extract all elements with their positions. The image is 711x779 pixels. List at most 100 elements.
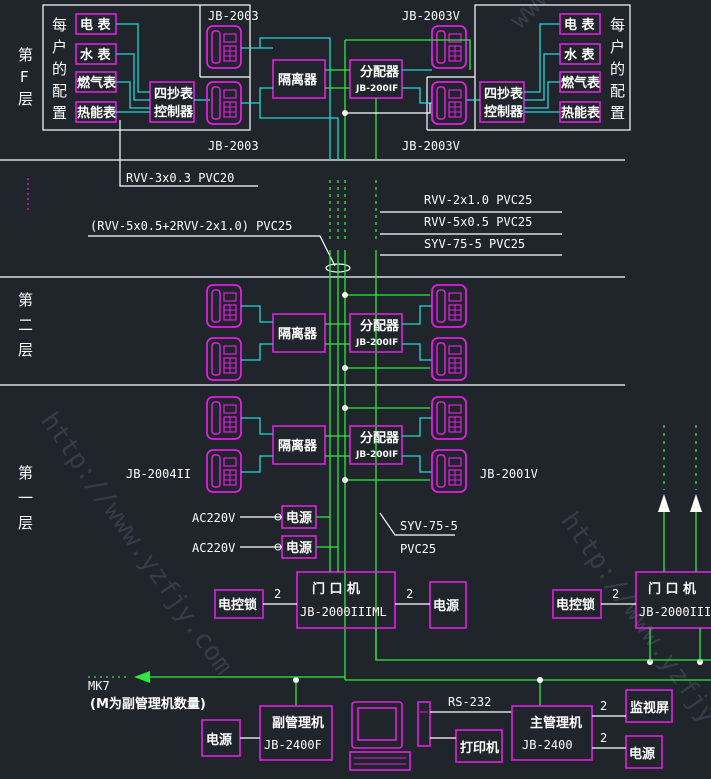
svg-text:电 表: 电 表: [564, 17, 596, 33]
svg-text:水 表: 水 表: [564, 47, 596, 63]
svg-text:户: 户: [52, 38, 67, 56]
meter-list-right: 电 表 水 表 燃气表 热能表: [559, 13, 601, 123]
main-manager: [511, 705, 593, 761]
meter-list-left: 电 表 水 表 燃气表 热能表: [75, 13, 117, 123]
svg-text:电源: 电源: [286, 540, 312, 556]
printer: [455, 729, 503, 763]
household-box-left: [42, 4, 251, 131]
cable-label: SYV-75-5 PVC25: [424, 237, 525, 251]
svg-text:副管理机: 副管理机: [272, 715, 324, 731]
model-label: JB-2001V: [480, 467, 538, 481]
svg-text:控制器: 控制器: [484, 104, 524, 120]
svg-text:一: 一: [18, 489, 33, 507]
svg-text:分配器: 分配器: [360, 318, 400, 334]
cable-label: PVC25: [400, 542, 436, 556]
cable-label: RVV-2x1.0 PVC25: [424, 193, 532, 207]
svg-text:隔离器: 隔离器: [278, 438, 318, 454]
ac-label: AC220V: [192, 541, 235, 555]
phone-icon: [431, 284, 467, 328]
svg-text:户: 户: [610, 38, 625, 56]
svg-text:热能表: 热能表: [77, 105, 117, 121]
isolator-first: [272, 425, 326, 465]
svg-text:四抄表: 四抄表: [484, 86, 524, 102]
cable-label: (RVV-5x0.5+2RVV-2x1.0) PVC25: [90, 219, 292, 233]
svg-text:监视屏: 监视屏: [630, 700, 669, 716]
household-box-right: [474, 4, 631, 131]
svg-text:主管理机: 主管理机: [530, 715, 582, 731]
household-title-right: 每 户 的 配 置: [610, 16, 625, 122]
cable-label: RVV-3x0.3 PVC20: [126, 171, 234, 185]
svg-text:JB-2400: JB-2400: [522, 738, 573, 752]
model-label: JB-2004II: [126, 467, 191, 481]
distributor-first: [349, 425, 403, 465]
ac-label: AC220V: [192, 511, 235, 525]
model-label: JB-2003V: [402, 139, 460, 153]
svg-text:门 口 机: 门 口 机: [648, 581, 696, 597]
phone-icon: [431, 337, 467, 381]
svg-text:门 口 机: 门 口 机: [312, 581, 360, 597]
door-power: [429, 581, 467, 629]
model-label: JB-2003: [208, 9, 259, 23]
svg-text:JB-200IF: JB-200IF: [355, 450, 398, 460]
phone-icon: [206, 449, 242, 493]
svg-text:每: 每: [52, 16, 67, 34]
riser-arrow: [658, 425, 702, 572]
svg-text:电源: 电源: [433, 598, 459, 614]
svg-text:层: 层: [18, 90, 33, 108]
mk7-label: MK7: [88, 679, 110, 693]
svg-text:分配器: 分配器: [360, 64, 400, 80]
svg-text:打印机: 打印机: [460, 740, 499, 756]
meter-controller-left: [149, 81, 195, 123]
svg-text:燃气表: 燃气表: [77, 75, 117, 91]
svg-text:隔离器: 隔离器: [278, 72, 318, 88]
svg-text:分配器: 分配器: [360, 430, 400, 446]
model-label: JB-2003: [208, 139, 259, 153]
svg-text:电源: 电源: [286, 510, 312, 526]
svg-text:四抄表: 四抄表: [154, 86, 194, 102]
riser-bundle: [329, 250, 377, 680]
svg-text:二: 二: [18, 316, 33, 334]
svg-text:JB-2000IIIML: JB-2000IIIML: [300, 605, 387, 619]
isolator-second: [272, 313, 326, 353]
svg-text:第: 第: [18, 291, 33, 309]
computer-icon: [349, 701, 431, 771]
monitor-screen: [625, 689, 673, 723]
phone-icon: [431, 449, 467, 493]
svg-text:配: 配: [610, 82, 625, 100]
svg-text:每: 每: [610, 16, 625, 34]
meter-controller-right: [479, 81, 525, 123]
svg-text:JB-2000IIIM: JB-2000IIIM: [639, 605, 711, 619]
phone-icon: [431, 81, 467, 125]
svg-text:层: 层: [18, 514, 33, 532]
svg-text:燃气表: 燃气表: [561, 75, 601, 91]
svg-text:2: 2: [274, 587, 281, 601]
svg-text:第: 第: [18, 46, 33, 64]
svg-text:第: 第: [18, 464, 33, 482]
svg-text:F: F: [20, 68, 29, 86]
svg-text:层: 层: [18, 341, 33, 359]
svg-text:控制器: 控制器: [154, 104, 194, 120]
cable-label: RVV-5x0.5 PVC25: [424, 215, 532, 229]
svg-text:JB-2400F: JB-2400F: [264, 738, 322, 752]
svg-text:电源: 电源: [206, 732, 232, 748]
phone-icon: [206, 337, 242, 381]
mk7-note: (M为副管理机数量): [90, 696, 206, 712]
svg-text:电控锁: 电控锁: [218, 597, 257, 613]
svg-text:电源: 电源: [629, 746, 655, 762]
floor-label-first: 第 一 层: [18, 464, 33, 532]
phone-icon: [206, 284, 242, 328]
svg-text:JB-200IF: JB-200IF: [355, 84, 398, 94]
svg-text:水 表: 水 表: [80, 47, 112, 63]
svg-text:2: 2: [406, 587, 413, 601]
svg-text:JB-200IF: JB-200IF: [355, 338, 398, 348]
svg-text:置: 置: [52, 104, 67, 122]
door-unit: [296, 571, 396, 629]
svg-text:配: 配: [52, 82, 67, 100]
door-unit-right: [635, 571, 711, 629]
svg-text:电控锁: 电控锁: [556, 597, 595, 613]
phone-icon: [206, 396, 242, 440]
svg-text:的: 的: [52, 60, 67, 78]
phone-icon: [431, 396, 467, 440]
isolator-top: [272, 59, 326, 99]
